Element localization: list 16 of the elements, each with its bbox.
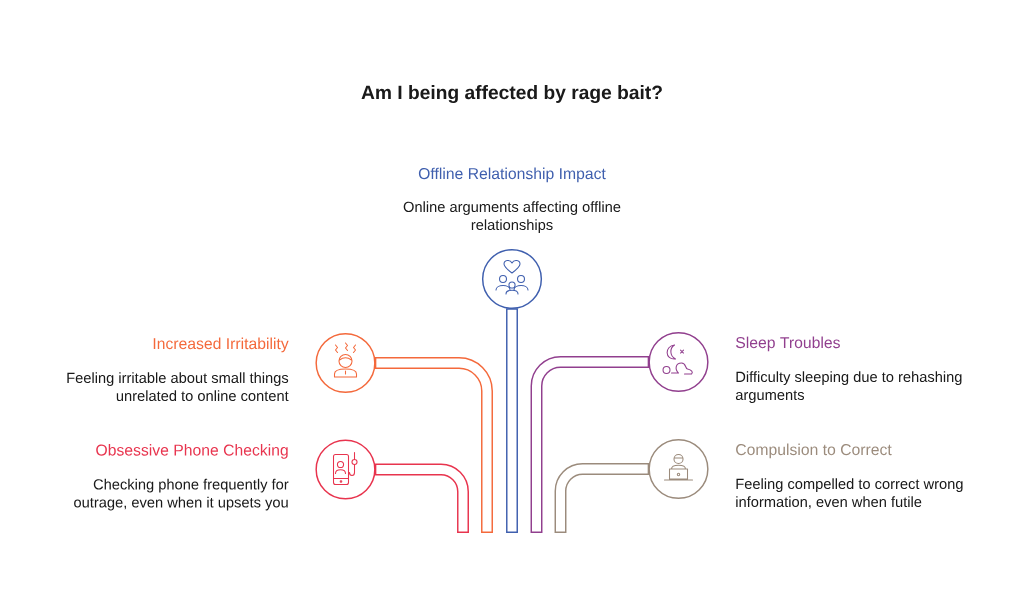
heading: Obsessive Phone Checking xyxy=(96,444,288,459)
heading: Increased Irritability xyxy=(153,337,289,353)
description: Checking phone frequently for outrage, even when it upsets you xyxy=(74,478,289,511)
description: Feeling irritable about small things unrelated to online content xyxy=(67,372,289,402)
heading: Compulsion to Correct xyxy=(736,443,892,459)
tube-line xyxy=(554,463,650,533)
tube-line xyxy=(374,357,493,533)
title: Am I being affected by rage bait? xyxy=(361,85,662,104)
heading: Offline Relationship Impact xyxy=(418,167,606,183)
heading: Sleep Troubles xyxy=(736,336,840,352)
tube-line xyxy=(374,463,469,533)
description: Online arguments affecting offline relationships xyxy=(403,201,621,233)
description: Feeling compelled to correct wrong information, even when futile xyxy=(736,478,963,509)
tube-line xyxy=(506,308,518,533)
tube-line xyxy=(530,356,650,533)
description: Difficulty sleeping due to rehashing arguments xyxy=(735,371,962,403)
